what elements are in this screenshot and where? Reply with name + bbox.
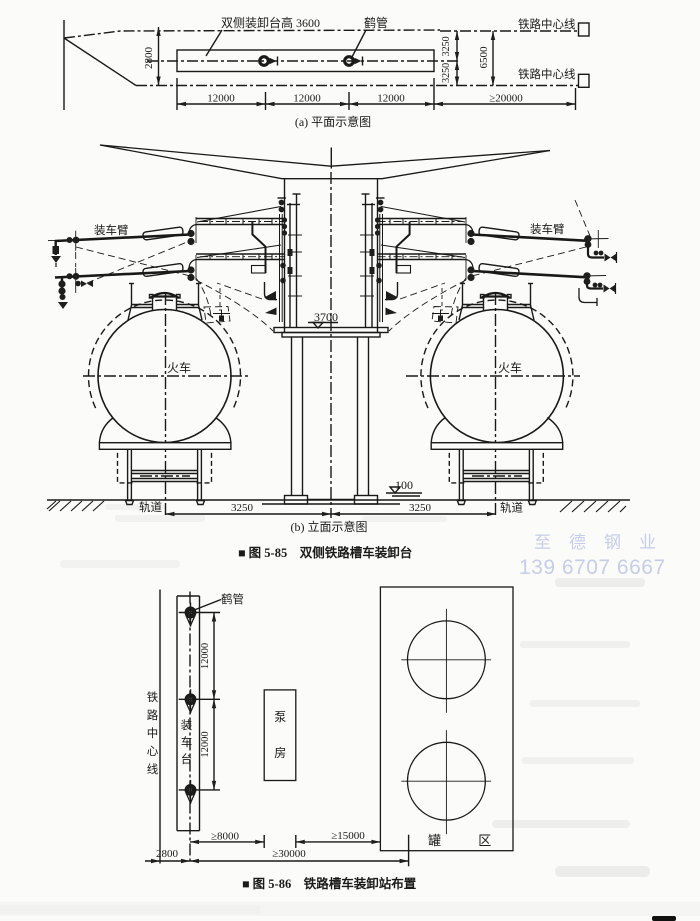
svg-text:铁路中心线: 铁路中心线	[518, 67, 576, 81]
svg-text:罐 区: 罐 区	[428, 833, 508, 848]
svg-text:≥15000: ≥15000	[331, 830, 365, 842]
svg-text:路: 路	[147, 708, 159, 722]
svg-text:3250: 3250	[409, 502, 432, 514]
svg-text:3250: 3250	[441, 63, 452, 83]
svg-text:■ 图 5-85 双侧铁路槽车装卸台: ■ 图 5-85 双侧铁路槽车装卸台	[238, 545, 412, 560]
svg-text:139 6707 6667: 139 6707 6667	[519, 556, 666, 579]
svg-text:≥30000: ≥30000	[272, 848, 306, 860]
svg-text:铁: 铁	[147, 691, 159, 704]
svg-text:房: 房	[274, 745, 286, 760]
svg-text:≥20000: ≥20000	[489, 93, 523, 105]
svg-text:6500: 6500	[478, 46, 490, 69]
svg-text:心: 心	[147, 745, 159, 758]
svg-text:至德钢业: 至德钢业	[534, 533, 674, 552]
svg-text:■ 图 5-86 铁路槽车装卸站布置: ■ 图 5-86 铁路槽车装卸站布置	[242, 876, 417, 891]
svg-text:12000: 12000	[200, 731, 211, 757]
svg-text:12000: 12000	[200, 643, 211, 669]
svg-text:火车: 火车	[167, 360, 191, 375]
svg-text:3250: 3250	[231, 502, 254, 514]
svg-text:12000: 12000	[207, 93, 235, 105]
svg-text:3250: 3250	[441, 36, 452, 56]
svg-text:线: 线	[147, 762, 159, 776]
svg-text:铁路中心线: 铁路中心线	[518, 17, 576, 31]
svg-text:火车: 火车	[498, 360, 522, 375]
svg-text:鹤管: 鹤管	[221, 592, 244, 606]
svg-text:中: 中	[147, 727, 159, 740]
svg-text:3700: 3700	[314, 310, 338, 324]
svg-text:轨道: 轨道	[500, 501, 523, 515]
svg-text:车: 车	[181, 735, 193, 749]
svg-text:装车臂: 装车臂	[94, 223, 129, 237]
svg-text:(b) 立面示意图: (b) 立面示意图	[291, 519, 368, 534]
svg-text:装车臂: 装车臂	[530, 222, 565, 236]
svg-text:≥8000: ≥8000	[211, 831, 240, 843]
svg-text:12000: 12000	[377, 93, 405, 105]
svg-text:泵: 泵	[274, 710, 286, 724]
svg-text:双侧装卸台高 3600: 双侧装卸台高 3600	[221, 15, 320, 30]
svg-text:轨道: 轨道	[139, 500, 162, 514]
svg-text:台: 台	[181, 752, 193, 766]
svg-text:12000: 12000	[293, 93, 321, 105]
svg-text:鹤管: 鹤管	[364, 15, 388, 30]
svg-text:装: 装	[181, 719, 193, 732]
svg-text:2800: 2800	[143, 47, 155, 70]
svg-text:100: 100	[395, 478, 413, 492]
svg-text:2800: 2800	[156, 848, 179, 860]
svg-text:(a) 平面示意图: (a) 平面示意图	[295, 114, 371, 129]
